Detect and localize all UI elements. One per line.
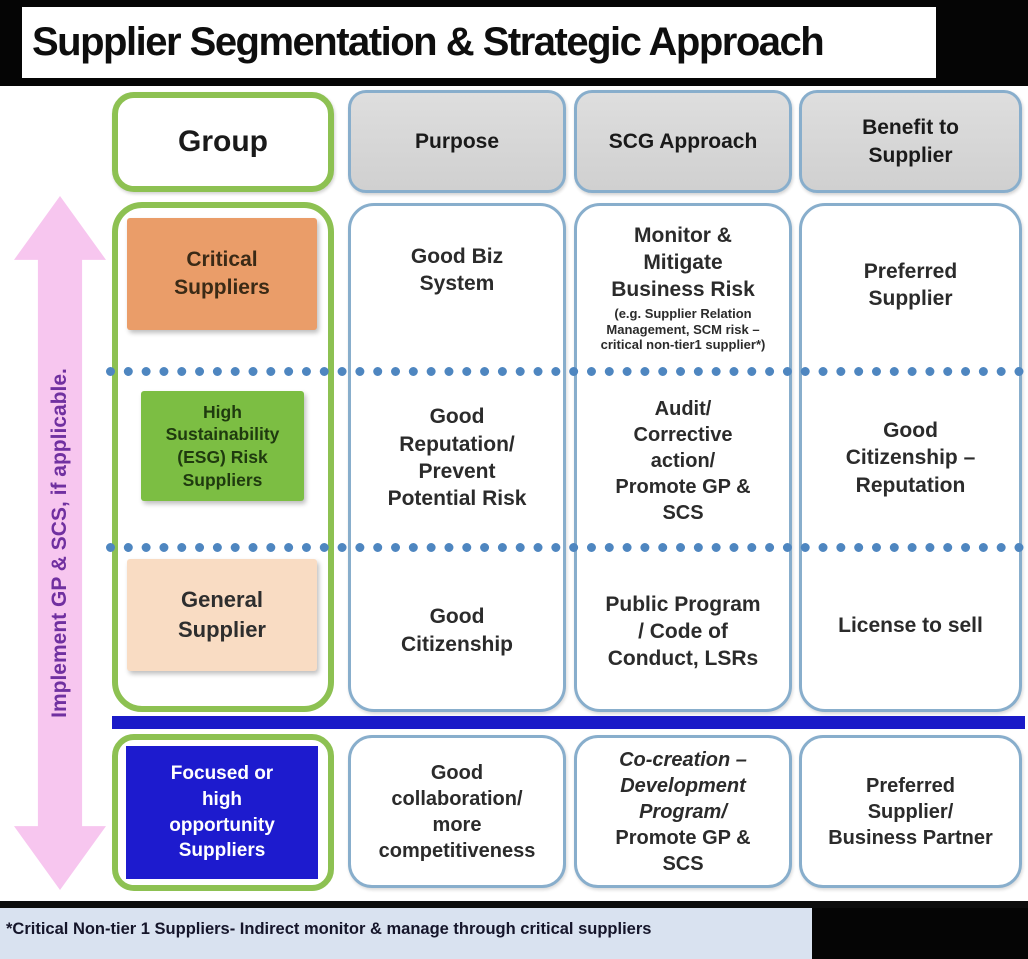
cell-benefit-row4: Preferred Supplier/ Business Partner bbox=[799, 735, 1022, 888]
footnote-top-rule bbox=[0, 901, 1028, 908]
scg-column-frame bbox=[574, 203, 792, 712]
cell-purpose-row3: Good Citizenship bbox=[400, 605, 513, 656]
cell-scg-row2: Audit/ Corrective action/ Promote GP & S… bbox=[615, 397, 751, 524]
double-arrow: Implement GP & SCS, if applicable. bbox=[14, 196, 106, 890]
footnote-black-block bbox=[812, 908, 1028, 959]
benefit-column-frame bbox=[799, 203, 1022, 712]
blue-divider-bar bbox=[112, 716, 1025, 729]
header-group: Group bbox=[112, 92, 334, 192]
arrow-label: Implement GP & SCS, if applicable. bbox=[48, 368, 71, 718]
cell-scg-row3: Public Program / Code of Conduct, LSRs bbox=[605, 592, 761, 671]
cell-scg-row1-main: Monitor & Mitigate Business Risk bbox=[611, 223, 755, 302]
cell-scg-row4: Co-creation – Development Program/ Promo… bbox=[574, 735, 792, 888]
group-esg-risk-suppliers: High Sustainability (ESG) Risk Suppliers bbox=[141, 391, 304, 501]
dotted-separator-1 bbox=[106, 367, 1024, 376]
footnote-text: *Critical Non-tier 1 Suppliers- Indirect… bbox=[6, 919, 652, 938]
group-general-supplier: General Supplier bbox=[127, 559, 317, 671]
cell-scg-row1-note: (e.g. Supplier Relation Management, SCM … bbox=[600, 306, 766, 353]
cell-scg-row4-rest: Promote GP & SCS bbox=[615, 826, 751, 875]
cell-purpose-row2: Good Reputation/ Prevent Potential Risk bbox=[387, 405, 527, 511]
cell-purpose-row1: Good Biz System bbox=[410, 244, 504, 295]
group-focused-suppliers: Focused or high opportunity Suppliers bbox=[126, 746, 318, 879]
dotted-separator-2 bbox=[106, 543, 1024, 552]
title-box: Supplier Segmentation & Strategic Approa… bbox=[22, 7, 936, 78]
cell-benefit-row1: Preferred Supplier bbox=[863, 259, 958, 310]
header-purpose: Purpose bbox=[348, 90, 566, 193]
cell-benefit-row2: Good Citizenship – Reputation bbox=[845, 419, 976, 497]
cell-scg-row1: Monitor & Mitigate Business Risk (e.g. S… bbox=[578, 212, 788, 362]
cell-purpose-row4: Good collaboration/ more competitiveness bbox=[348, 735, 566, 888]
header-benefit-to-supplier: Benefit to Supplier bbox=[799, 90, 1022, 193]
title-band: Supplier Segmentation & Strategic Approa… bbox=[0, 0, 1028, 86]
cell-scg-row4-italic: Co-creation – Development Program/ bbox=[619, 748, 747, 823]
purpose-column-frame bbox=[348, 203, 566, 712]
group-critical-suppliers: Critical Suppliers bbox=[127, 218, 317, 330]
header-scg-approach: SCG Approach bbox=[574, 90, 792, 193]
page-title: Supplier Segmentation & Strategic Approa… bbox=[32, 20, 825, 64]
cell-benefit-row3: License to sell bbox=[838, 613, 983, 637]
